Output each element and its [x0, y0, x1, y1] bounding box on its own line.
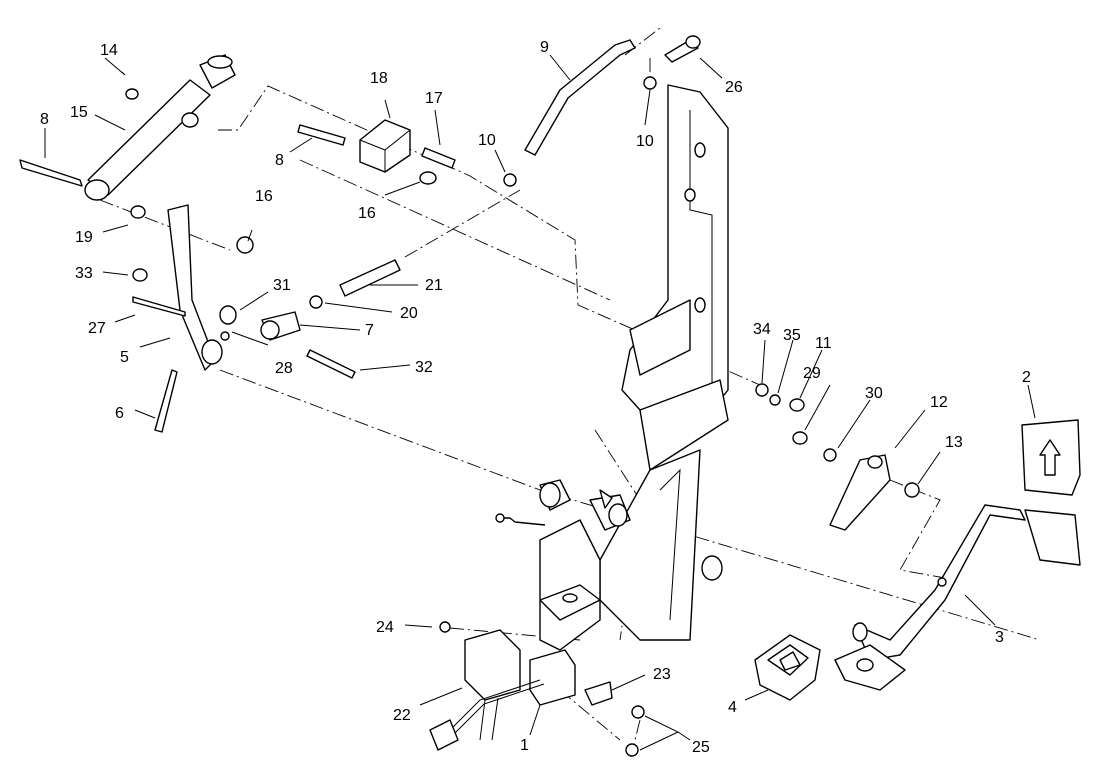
actuator-cylinder	[19, 54, 236, 219]
callout-12: 12	[930, 394, 948, 411]
callout-26: 26	[725, 79, 743, 96]
callout-24: 24	[376, 619, 394, 636]
callout-21: 21	[425, 277, 443, 294]
callout-10a: 10	[478, 132, 496, 149]
callout-22: 22	[393, 707, 411, 724]
callout-16a: 16	[255, 188, 273, 205]
callout-11: 11	[815, 335, 832, 352]
control-cable	[503, 35, 701, 187]
pivot-shaft	[495, 479, 723, 581]
mounting-bracket	[599, 84, 729, 641]
callout-28: 28	[275, 360, 293, 377]
callout-labels: 1 2 3 4 5 6 7 8 8 9 10 10 11 12 13 14 15…	[40, 39, 1031, 756]
callout-35: 35	[783, 327, 801, 344]
callout-32: 32	[415, 359, 433, 376]
lever-arm	[132, 204, 254, 433]
pedal-pads	[754, 419, 1081, 701]
callout-4: 4	[728, 699, 737, 716]
callout-31: 31	[273, 277, 291, 294]
callout-25: 25	[692, 739, 710, 756]
lower-bracket	[464, 519, 601, 741]
rod-linkage	[260, 259, 401, 379]
callout-19: 19	[75, 229, 93, 246]
callout-3: 3	[995, 629, 1004, 646]
wire-harness	[429, 621, 645, 757]
callout-10b: 10	[636, 133, 654, 150]
callout-27: 27	[88, 320, 106, 337]
callout-30: 30	[865, 385, 883, 402]
callout-2: 2	[1022, 369, 1031, 386]
clamp-block	[297, 119, 456, 185]
callout-6: 6	[115, 405, 124, 422]
leader-lines	[44, 54, 1036, 751]
callout-8b: 8	[275, 152, 284, 169]
callout-7: 7	[365, 322, 374, 339]
callout-23: 23	[653, 666, 671, 683]
callout-5: 5	[120, 349, 129, 366]
callout-9: 9	[540, 39, 549, 56]
link-plate	[755, 383, 920, 531]
callout-8a: 8	[40, 111, 49, 128]
callout-1: 1	[520, 737, 529, 754]
pedal-arm	[834, 504, 1026, 691]
callout-13: 13	[945, 434, 963, 451]
callout-20: 20	[400, 305, 418, 322]
callout-15: 15	[70, 104, 88, 121]
callout-18: 18	[370, 70, 388, 87]
callout-14: 14	[100, 42, 118, 59]
callout-33: 33	[75, 265, 93, 282]
callout-29: 29	[803, 365, 821, 382]
callout-34: 34	[753, 321, 771, 338]
callout-16b: 16	[358, 205, 376, 222]
callout-17: 17	[425, 90, 443, 107]
